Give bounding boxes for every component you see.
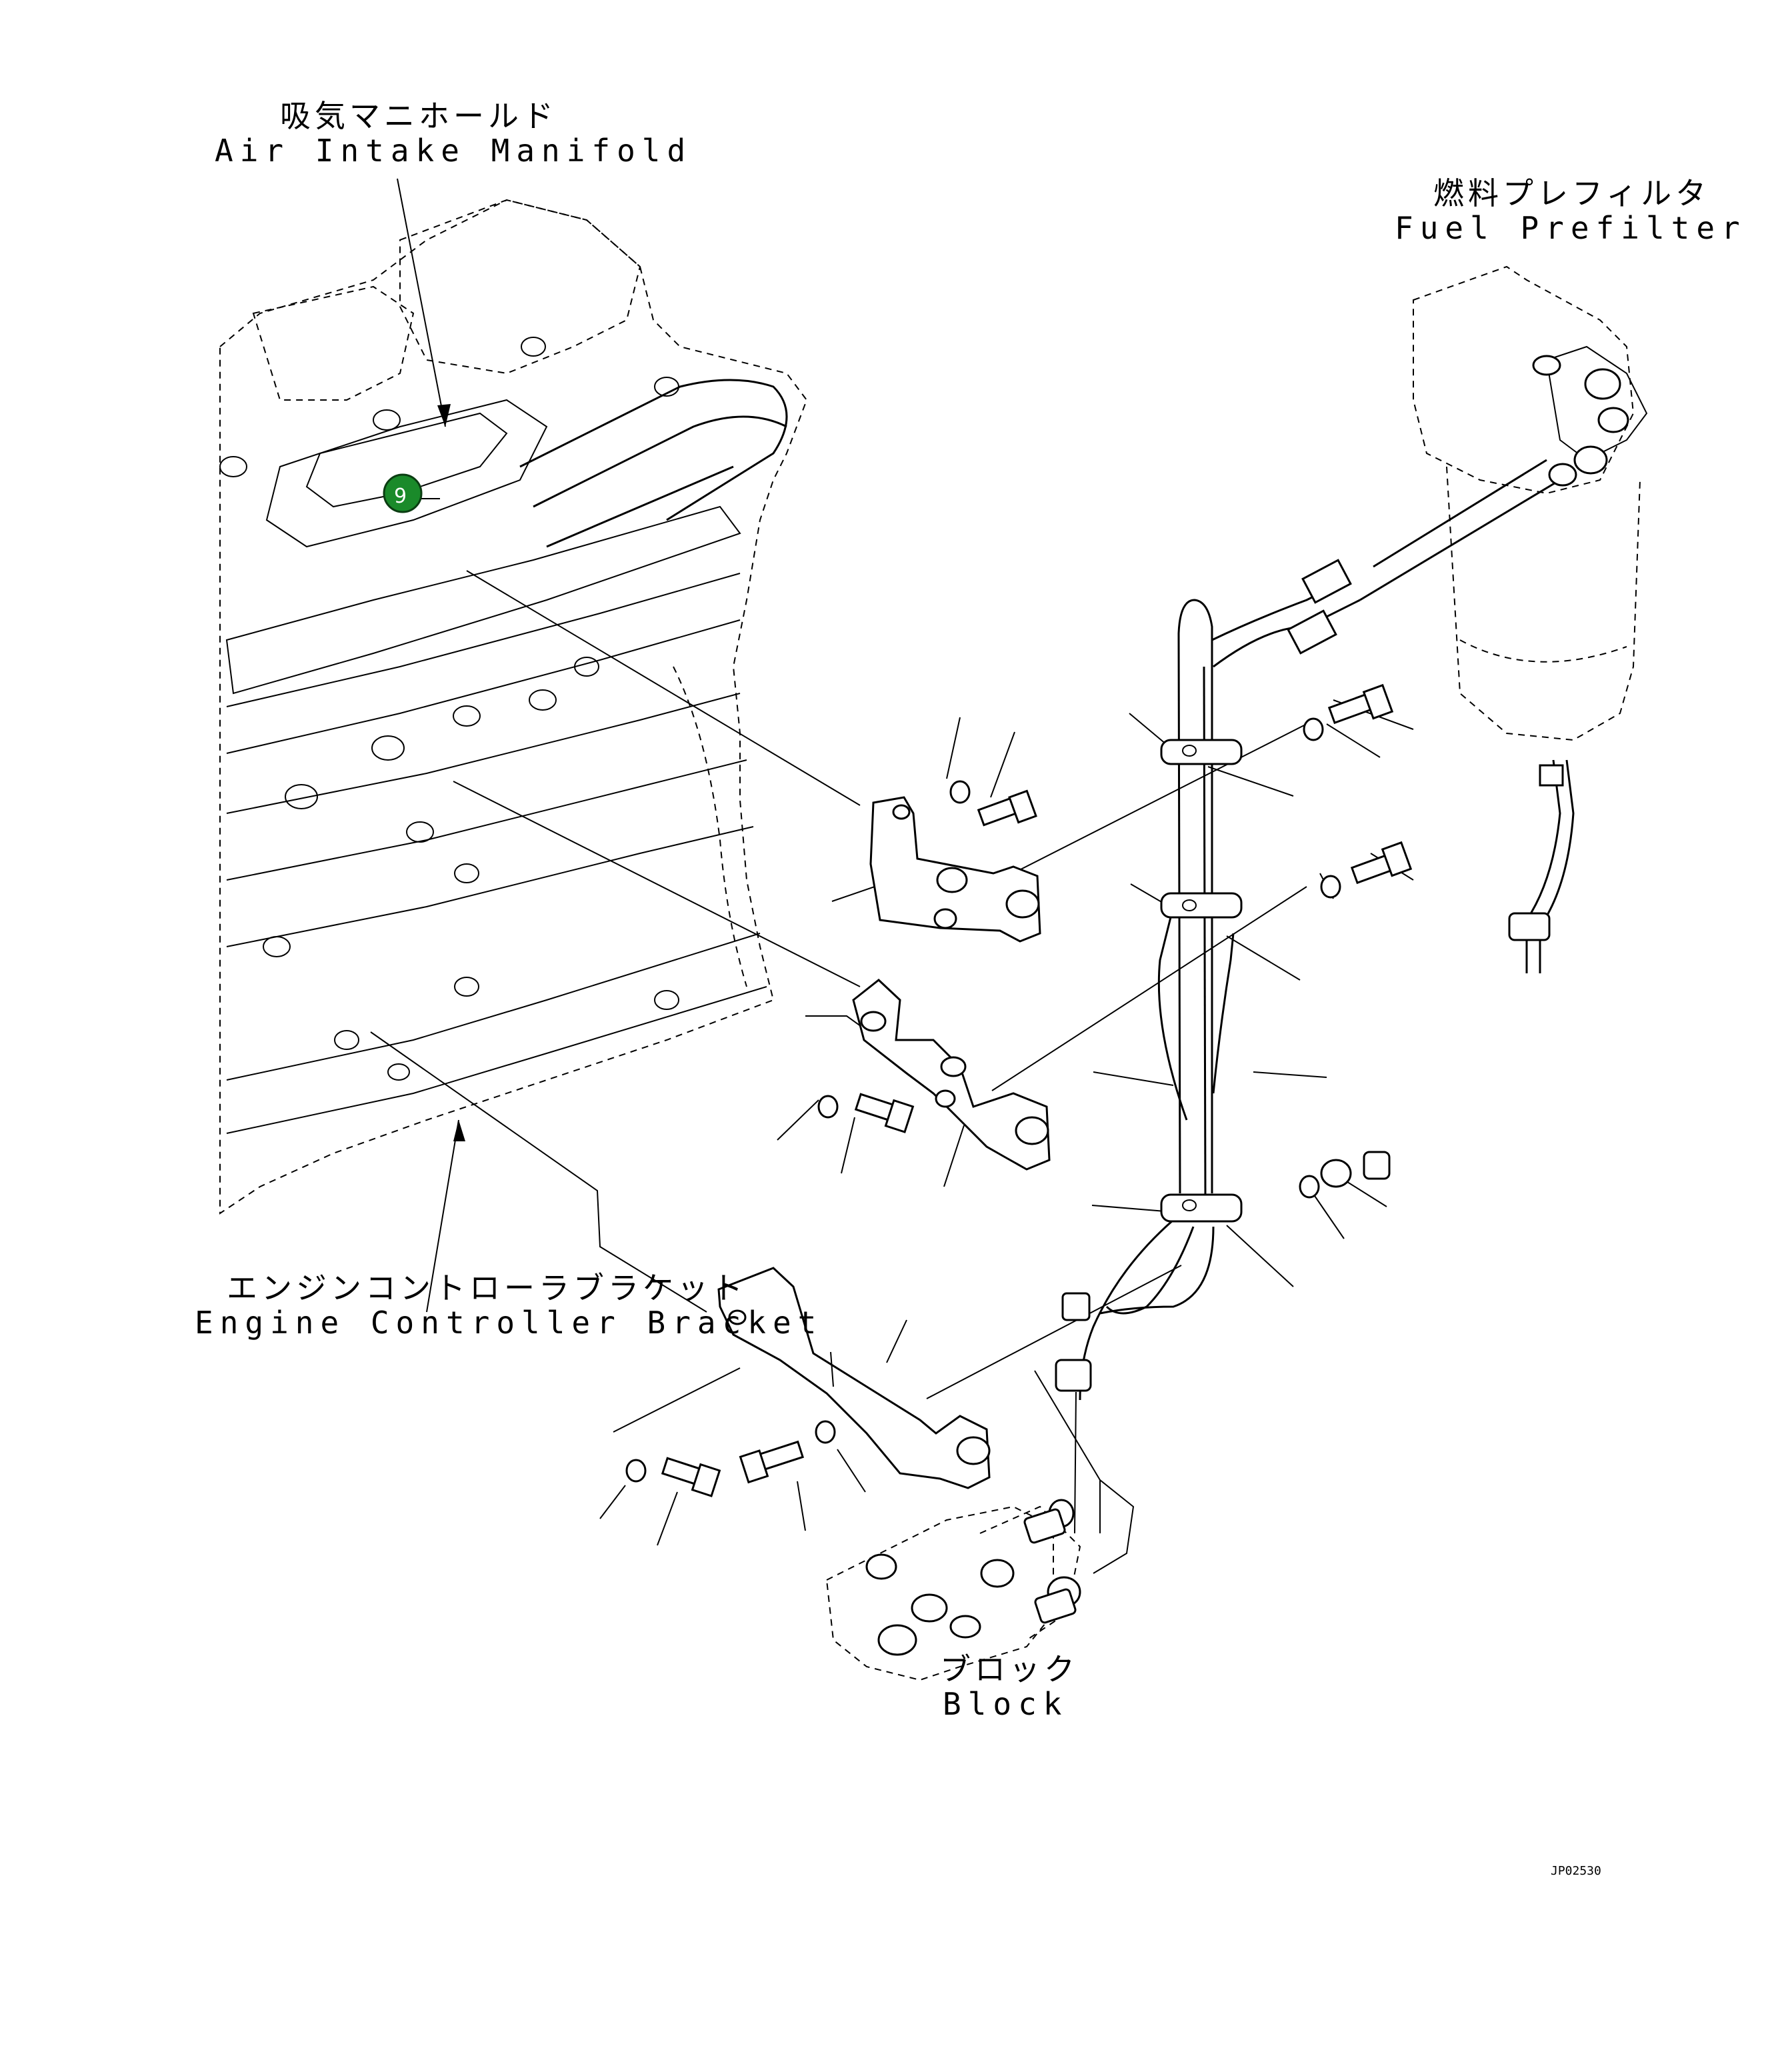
fuel-tubes (1055, 459, 1561, 1534)
bracket-lower (717, 1267, 991, 1489)
callout-9-marker[interactable] (383, 473, 423, 513)
block-en-label: Block (943, 1686, 1068, 1722)
engine-block-illustration (219, 199, 808, 1215)
air-intake-jp-label: 吸気マニホールド (280, 98, 557, 134)
block-illustration (825, 1499, 1081, 1681)
callout-9[interactable]: 9 (383, 473, 440, 513)
hardware (625, 683, 1413, 1497)
drawing-id: JP02530 (1551, 1864, 1601, 1878)
fuel-prefilter-jp-label: 燃料プレフィルタ (1433, 175, 1710, 211)
leader-lines (370, 178, 1414, 1574)
label-fuel-prefilter: 燃料プレフィルタ Fuel Prefilter (1395, 175, 1747, 246)
label-engine-controller-bracket: エンジンコントローラブラケット Engine Controller Bracke… (195, 1270, 823, 1341)
label-block: ブロック Block (940, 1651, 1079, 1722)
fuel-prefilter-illustration (1413, 265, 1648, 973)
engine-bracket-jp-label: エンジンコントローラブラケット (227, 1270, 747, 1306)
bracket-upper (869, 796, 1041, 943)
bracket-middle (852, 979, 1051, 1171)
air-intake-en-label: Air Intake Manifold (215, 133, 692, 169)
fuel-prefilter-en-label: Fuel Prefilter (1395, 210, 1747, 246)
callout-9-number: 9 (394, 485, 407, 508)
engine-bracket-en-label: Engine Controller Bracket (195, 1305, 823, 1341)
block-jp-label: ブロック (940, 1651, 1079, 1687)
label-air-intake-manifold: 吸気マニホールド Air Intake Manifold (215, 98, 692, 169)
